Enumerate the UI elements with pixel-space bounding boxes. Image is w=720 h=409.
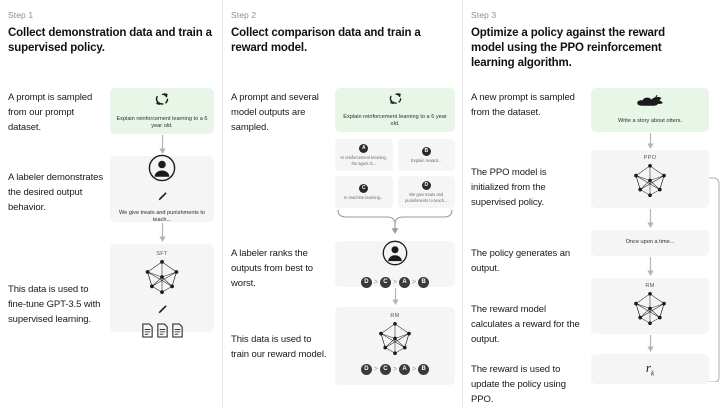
rank-separator: >	[373, 366, 378, 373]
neural-net-icon	[140, 259, 184, 300]
step2-outputs-grid: A In reinforcement learning, the agent i…	[335, 139, 455, 208]
step-3-desc-2: The PPO model is initialized from the su…	[471, 167, 547, 208]
output-text: In machine learning...	[344, 194, 384, 200]
rank-separator: >	[373, 279, 378, 286]
arrow-down-icon	[591, 132, 709, 150]
step2-labeler-card: D > C > A > B	[335, 240, 455, 288]
loop-icon	[389, 92, 402, 110]
step-3-label: Step 3	[471, 10, 497, 20]
step-3-desc-4: The reward model calculates a reward for…	[471, 304, 580, 345]
step-2-title: Collect comparison data and train a rewa…	[231, 27, 421, 54]
step-1-label: Step 1	[8, 10, 34, 20]
rank-badge: D	[360, 277, 372, 288]
rank-badge: B	[418, 277, 430, 288]
output-option-b: B Explain reward...	[397, 139, 455, 171]
rank-separator: >	[412, 279, 417, 286]
output-badge: C	[359, 183, 369, 193]
output-text: In reinforcement learning, the agent is.…	[340, 155, 387, 166]
step-1-column: Step 1 Collect demonstration data and tr…	[0, 0, 222, 407]
rank-badge: D	[360, 364, 372, 375]
step-2-desc-2: A labeler ranks the outputs from best to…	[231, 248, 313, 289]
step3-reward-card: rk	[591, 354, 709, 384]
arrow-down-icon	[591, 256, 709, 278]
neural-net-icon	[629, 291, 671, 331]
step-3-title: Optimize a policy against the reward mod…	[471, 27, 665, 69]
step3-output-card: Once upon a time...	[591, 230, 709, 256]
output-badge: B	[421, 146, 431, 156]
step3-ppo-title: PPO	[643, 155, 657, 161]
neural-net-icon	[374, 321, 416, 361]
rank-badge: C	[379, 364, 391, 375]
step3-rm-card: RM	[591, 278, 709, 334]
step-2-desc-3: This data is used to train our reward mo…	[231, 334, 327, 360]
step1-sft-title: SFT	[156, 251, 168, 257]
rank-badge: A	[399, 364, 411, 375]
loop-icon	[155, 92, 169, 111]
pencil-icon	[157, 189, 168, 207]
step1-sft-card: SFT	[110, 244, 214, 338]
documents-icon	[141, 323, 184, 338]
step-3-desc-3: The policy generates an output.	[471, 248, 571, 274]
arrow-down-icon	[110, 134, 214, 156]
step2-prompt-text: Explain reinforcement learning to a 6 ye…	[343, 113, 447, 127]
output-option-a: A In reinforcement learning, the agent i…	[335, 139, 393, 171]
step1-labeler-card: We give treats and punishments to teach.…	[110, 154, 214, 223]
step-1-desc-3: This data is used to fine-tune GPT-3.5 w…	[8, 284, 101, 325]
output-text: Explain reward...	[411, 157, 442, 163]
rank-badge: C	[379, 277, 391, 288]
step-1-title: Collect demonstration data and train a s…	[8, 27, 212, 54]
rank-separator: >	[412, 366, 417, 373]
otter-icon	[635, 94, 665, 113]
step-3-desc-5: The reward is used to update the policy …	[471, 364, 566, 405]
output-badge: D	[421, 181, 431, 191]
rank-badge: A	[399, 277, 411, 288]
rank-badge: B	[418, 364, 430, 375]
step3-prompt-card: Write a story about otters.	[591, 88, 709, 132]
step2-rm-title: RM	[390, 313, 400, 319]
person-icon	[148, 154, 176, 187]
step2-prompt-card: Explain reinforcement learning to a 6 ye…	[335, 88, 455, 132]
step1-labeler-text: We give treats and punishments to teach.…	[118, 209, 206, 223]
step-3-desc-1: A new prompt is sampled from the dataset…	[471, 92, 575, 118]
step2-rm-card: RM	[335, 307, 455, 385]
arrow-down-icon	[110, 222, 214, 244]
step-2-label: Step 2	[231, 10, 257, 20]
reward-formula: rk	[645, 360, 655, 378]
step2-ranking-row: D > C > A > B	[360, 277, 430, 288]
neural-net-icon	[629, 163, 671, 203]
arrow-down-icon	[335, 287, 455, 307]
step3-rm-title: RM	[645, 283, 655, 289]
step3-output-text: Once upon a time...	[625, 239, 675, 246]
rank-separator: >	[392, 366, 398, 373]
step-2-desc-1: A prompt and several model outputs are s…	[231, 92, 319, 133]
output-badge: A	[359, 144, 369, 154]
person-icon	[382, 240, 408, 271]
output-option-d: D We give treats and punishments to teac…	[397, 176, 455, 208]
step-2-column: Step 2 Collect comparison data and train…	[222, 0, 462, 407]
step3-prompt-text: Write a story about otters.	[618, 118, 682, 125]
step-1-desc-1: A prompt is sampled from our prompt data…	[8, 92, 93, 133]
rank-separator: >	[392, 279, 398, 286]
step1-prompt-card: Explain reinforcement learning to a 6 ye…	[110, 88, 214, 134]
output-option-c: C In machine learning...	[335, 176, 393, 208]
step2-rm-ranking-row: D > C > A > B	[360, 364, 430, 375]
step3-ppo-card: PPO	[591, 150, 709, 208]
arrow-down-icon	[591, 208, 709, 230]
brace-icon	[335, 208, 455, 239]
step-3-column: Step 3 Optimize a policy against the rew…	[462, 0, 720, 407]
step-1-desc-2: A labeler demonstrates the desired outpu…	[8, 172, 103, 213]
step1-prompt-text: Explain reinforcement learning to a 6 ye…	[116, 115, 208, 129]
arrow-down-icon	[591, 334, 709, 354]
pencil-icon	[157, 302, 168, 320]
output-text: We give treats and punishments to teach.…	[405, 192, 448, 203]
